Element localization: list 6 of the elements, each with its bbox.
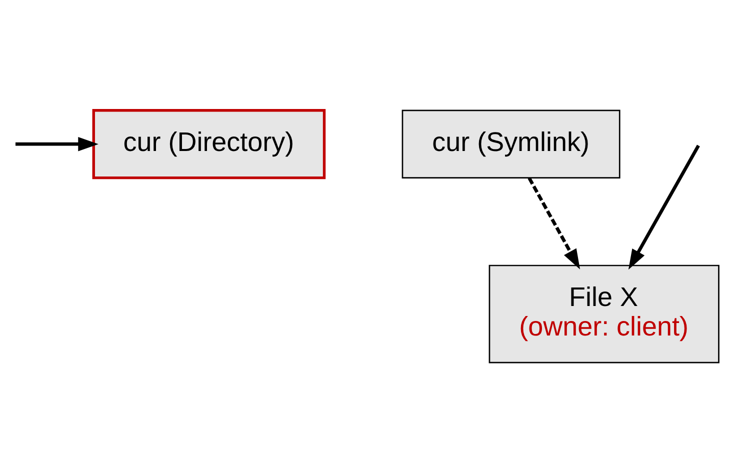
node-box: cur (Symlink) bbox=[402, 109, 620, 178]
node-box: cur (Directory) bbox=[92, 108, 326, 179]
arrow bbox=[15, 136, 98, 151]
node-box: File X (owner: client) bbox=[488, 264, 720, 363]
arrow bbox=[528, 176, 580, 269]
arrow bbox=[628, 144, 700, 270]
